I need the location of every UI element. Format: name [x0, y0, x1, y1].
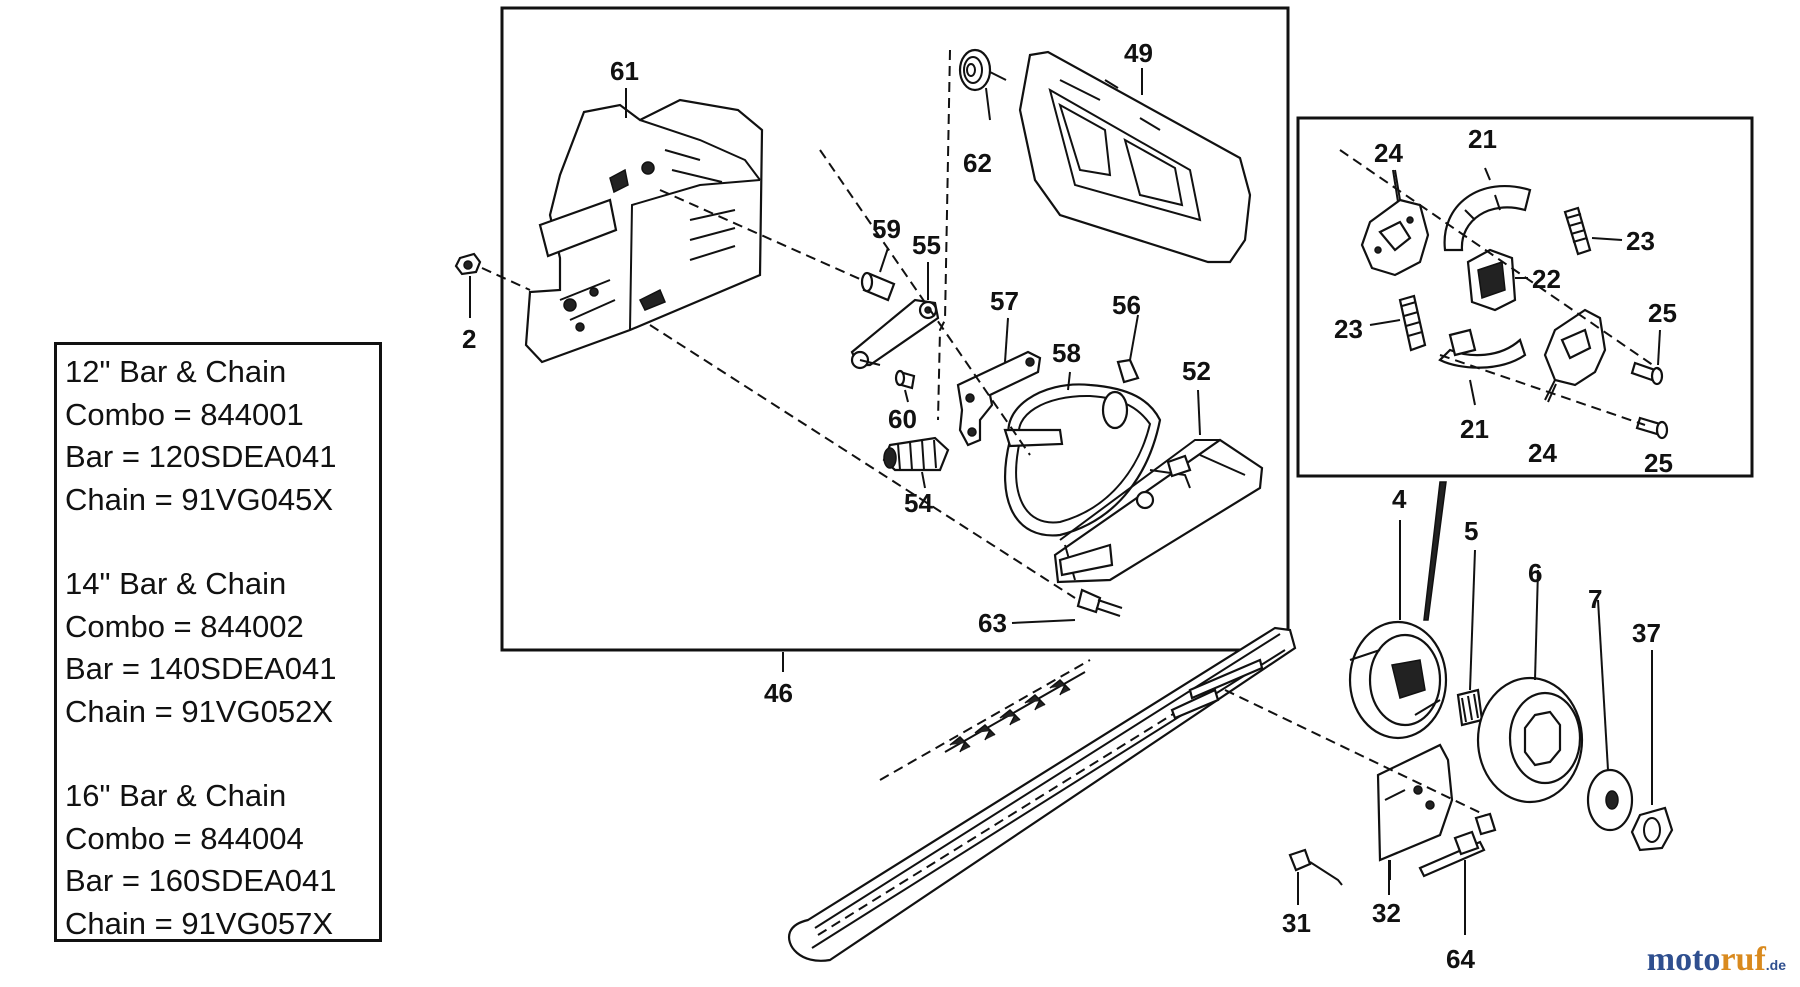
- watermark-logo: motoruf.de: [1647, 941, 1786, 979]
- adjuster-64: [1418, 812, 1497, 935]
- group-16-bar: Bar = 160SDEA041: [65, 863, 337, 898]
- saw-chain: [879, 659, 1091, 781]
- spring-62: [958, 48, 1007, 121]
- clutch-axis-line-2: [1439, 354, 1646, 426]
- leader-52: [1197, 389, 1201, 436]
- callout-31: 31: [1282, 908, 1311, 938]
- callout-60: 60: [888, 404, 917, 434]
- callout-23-right: 23: [1626, 226, 1655, 256]
- spring-54: [882, 436, 950, 472]
- clutch-plate-24a: [1360, 169, 1430, 277]
- clutch-plate-24b: [1543, 308, 1607, 401]
- leader-chain-path: [819, 149, 1031, 456]
- bar-chain-info-box: 12" Bar & Chain Combo = 844001 Bar = 120…: [54, 342, 382, 942]
- guide-bar: [787, 626, 1297, 962]
- callout-55: 55: [912, 230, 941, 260]
- callout-63: 63: [978, 608, 1007, 638]
- callout-5: 5: [1464, 516, 1478, 546]
- watermark-part-1: moto: [1646, 941, 1721, 978]
- callout-52: 52: [1182, 356, 1211, 386]
- group-12-combo: Combo = 844001: [65, 396, 304, 432]
- group-16-title: 16" Bar & Chain: [65, 778, 287, 813]
- callout-2: 2: [462, 324, 476, 354]
- callout-25-top: 25: [1648, 298, 1677, 328]
- group-12-chain: Chain = 91VG045X: [65, 481, 333, 517]
- clutch-spring-23b: [1369, 294, 1427, 352]
- group-14-title: 14" Bar & Chain: [65, 566, 287, 601]
- leader-24a: [1392, 169, 1399, 203]
- link-57: [956, 350, 1042, 447]
- drum-6: [1476, 569, 1584, 804]
- group-12-title: 12" Bar & Chain: [65, 354, 287, 389]
- leader-55-62: [937, 49, 951, 421]
- leader-24b: [1547, 383, 1557, 403]
- clutch-shoe-21b: [1438, 328, 1527, 406]
- callout-25-bottom: 25: [1644, 448, 1673, 478]
- plate-32: [1224, 689, 1486, 880]
- callout-58: 58: [1052, 338, 1081, 368]
- group-16-chain: Chain = 91VG057X: [65, 905, 333, 941]
- clutch-connector: [1423, 481, 1447, 621]
- callout-6: 6: [1528, 558, 1542, 588]
- callout-37: 37: [1632, 618, 1661, 648]
- bearing-5: [1456, 549, 1484, 727]
- clutch-bolt-25b: [1635, 416, 1669, 440]
- callout-61: 61: [610, 56, 639, 86]
- callout-24-top: 24: [1374, 138, 1403, 168]
- callout-64: 64: [1446, 944, 1475, 974]
- lever-55: [850, 298, 940, 370]
- cover-49: [1018, 50, 1252, 264]
- assembly-46-frame: [500, 6, 1290, 652]
- clutch-shoe-21a: [1443, 167, 1532, 252]
- callout-7: 7: [1588, 584, 1602, 614]
- leader-57: [1004, 317, 1009, 363]
- bolt-63: [649, 324, 1123, 617]
- clutch-4: [1348, 520, 1448, 740]
- callout-62: 62: [963, 148, 992, 178]
- pin-59: [659, 189, 896, 302]
- group-14-combo: Combo = 844002: [65, 608, 304, 644]
- callout-57: 57: [990, 286, 1019, 316]
- callout-4: 4: [1392, 484, 1407, 514]
- clutch-detail-frame: [1296, 116, 1754, 478]
- callout-46: 46: [764, 678, 793, 708]
- pin-56: [1116, 314, 1140, 384]
- callout-21-top: 21: [1468, 124, 1497, 154]
- clutch-axis-line: [1339, 149, 1661, 371]
- clutch-bolt-25a: [1630, 329, 1664, 386]
- callout-32: 32: [1372, 898, 1401, 928]
- watermark-part-2: ruf: [1720, 941, 1766, 978]
- housing-61: [524, 98, 764, 364]
- leader-63: [1011, 619, 1076, 624]
- callout-23-left: 23: [1334, 314, 1363, 344]
- clutch-spring-23a: [1563, 206, 1623, 256]
- callout-49: 49: [1124, 38, 1153, 68]
- group-14-bar: Bar = 140SDEA041: [65, 651, 337, 686]
- nut-2: [454, 252, 531, 291]
- callout-54: 54: [904, 488, 933, 518]
- leader-60: [904, 389, 909, 403]
- washer-7: [1586, 599, 1634, 832]
- brake-band-58: [1003, 383, 1162, 537]
- nut-37: [1630, 650, 1674, 852]
- leader-54: [921, 471, 926, 489]
- callout-21-bottom: 21: [1460, 414, 1489, 444]
- callout-56: 56: [1112, 290, 1141, 320]
- leader-59: [879, 247, 889, 273]
- clutch-hub-22: [1466, 248, 1528, 312]
- group-14-chain: Chain = 91VG052X: [65, 693, 333, 729]
- watermark-tld: .de: [1765, 957, 1786, 973]
- group-16-combo: Combo = 844004: [65, 820, 304, 856]
- callout-22: 22: [1532, 264, 1561, 294]
- group-12-bar: Bar = 120SDEA041: [65, 439, 337, 474]
- brake-lever-52: [1053, 438, 1264, 584]
- leader-58: [1067, 371, 1071, 391]
- callout-24-bottom: 24: [1528, 438, 1557, 468]
- pin-60: [894, 369, 916, 390]
- callout-59: 59: [872, 214, 901, 244]
